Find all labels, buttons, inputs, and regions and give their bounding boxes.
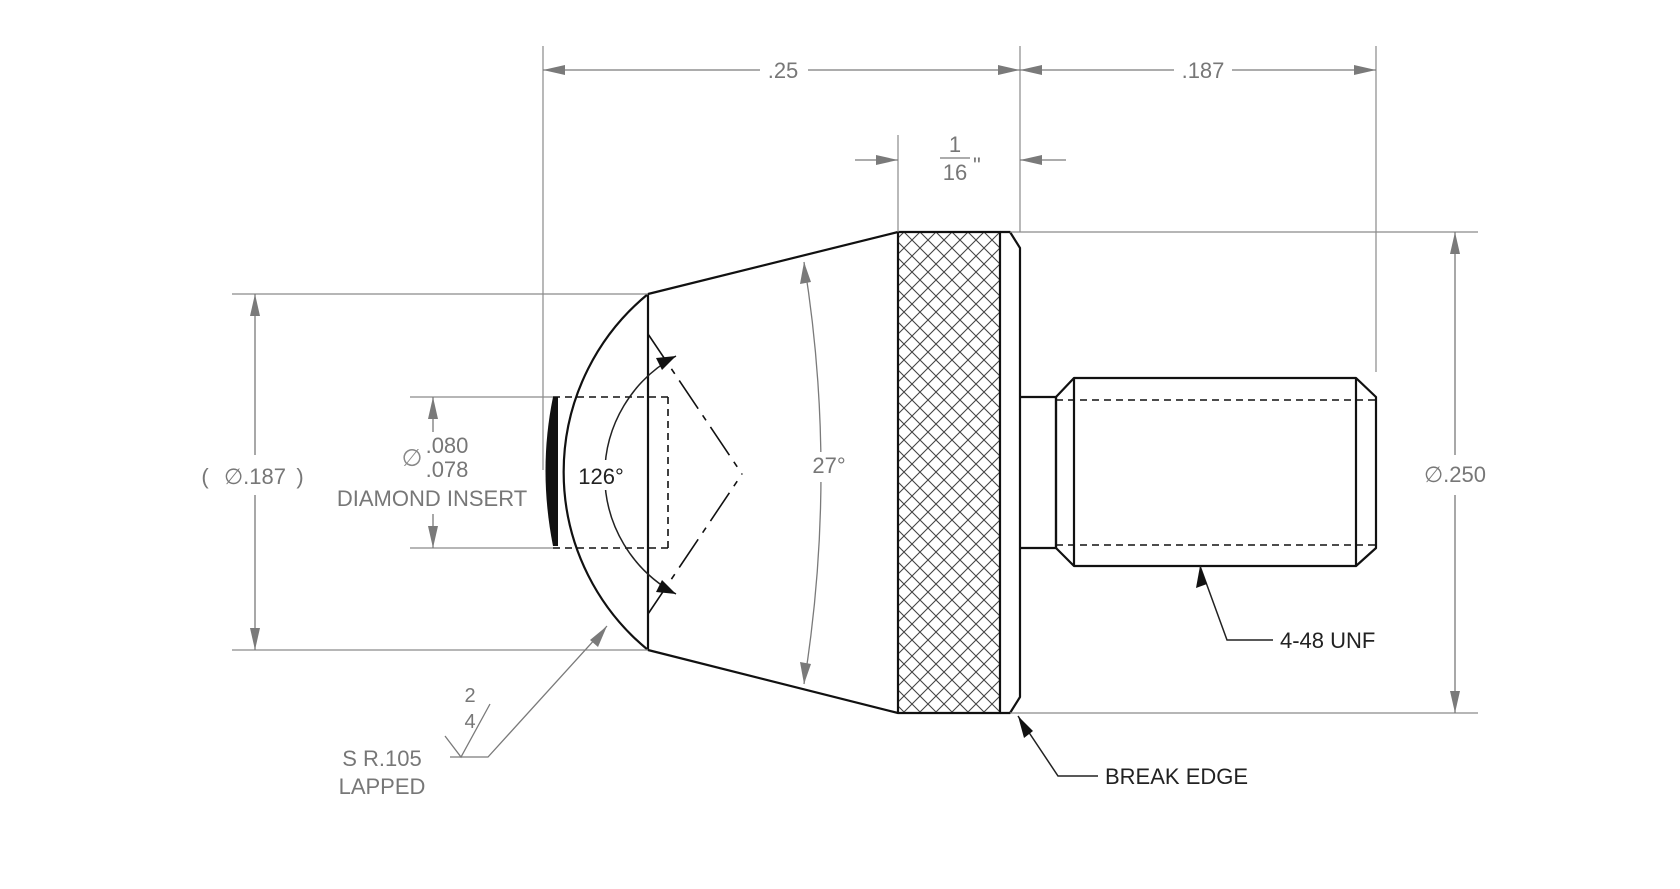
dim-tip-diameter-ref: ( ∅.187 ) (201, 294, 304, 650)
thread-label: 4-48 UNF (1280, 628, 1375, 653)
dim-insert-angle: 126° (572, 355, 677, 595)
sphere-radius-callout: 2 4 S R.105 LAPPED (339, 625, 608, 799)
extension-lines (232, 46, 1478, 714)
thread-callout: 4-48 UNF (1196, 565, 1375, 653)
dim-shank-length: .187 (1020, 58, 1376, 83)
dim-shank-length-label: .187 (1182, 58, 1225, 83)
dim-tip-paren-open: ( (201, 464, 209, 489)
break-edge-callout: BREAK EDGE (1017, 715, 1248, 789)
spherical-tip-arc (562, 293, 649, 651)
dim-tip-length-label: .25 (768, 58, 799, 83)
diameter-icon: ∅ (402, 444, 423, 472)
dim-knurl-width-numerator: 1 (949, 132, 961, 157)
dim-knurl-width: 1 16 " (855, 132, 1066, 185)
dim-insert-min: .078 (426, 457, 469, 482)
threaded-shank (1054, 376, 1378, 568)
shoulder-chamfer (1000, 230, 1022, 715)
knurled-band-border (896, 230, 1002, 715)
cone-bottom-edge (647, 648, 899, 715)
break-edge-label: BREAK EDGE (1105, 764, 1248, 789)
dim-insert-diameter: ∅ .080 .078 DIAMOND INSERT (337, 397, 527, 548)
dim-tip-length: .25 (543, 58, 1020, 83)
diamond-insert-face (545, 397, 558, 546)
dim-cone-angle-label: 27° (812, 453, 845, 478)
dim-tip-paren-close: ) (296, 464, 303, 489)
neck-relief (1020, 395, 1058, 550)
insert-cone-centerlines (647, 333, 743, 615)
insert-label: DIAMOND INSERT (337, 486, 527, 511)
dim-insert-angle-label: 126° (578, 464, 624, 489)
finish-label: LAPPED (339, 774, 426, 799)
dim-cone-angle: 27° (800, 261, 852, 685)
sphere-radius-label: S R.105 (342, 746, 422, 771)
cone-top-edge (647, 230, 899, 296)
roughness-upper: 2 (464, 685, 475, 707)
dim-body-diameter-label: ∅.250 (1424, 462, 1486, 487)
roughness-lower: 4 (464, 711, 475, 733)
insert-hidden-lines (553, 396, 669, 549)
dim-body-diameter: ∅.250 (1424, 232, 1486, 713)
dim-insert-max: .080 (426, 433, 469, 458)
dim-tip-diameter-label: ∅.187 (224, 464, 286, 489)
knurled-band (898, 232, 1000, 713)
part-outline (545, 230, 1378, 715)
dim-knurl-width-denominator: 16 (943, 160, 967, 185)
dim-knurl-width-unit: " (973, 153, 981, 178)
